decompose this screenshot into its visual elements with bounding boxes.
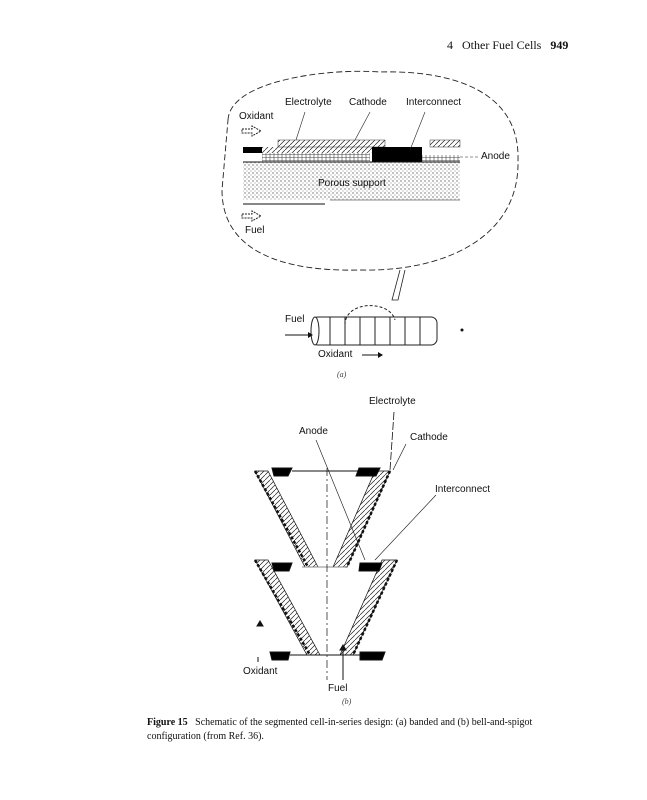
sublabel-a: (a) <box>337 370 347 379</box>
label-electrolyte-a: Electrolyte <box>285 97 332 108</box>
label-fuel-inset: Fuel <box>245 225 265 236</box>
inset-bubble <box>221 70 519 301</box>
bell-and-spigot-cones <box>253 411 437 680</box>
label-fuel-b: Fuel <box>328 683 348 694</box>
label-oxidant-a: Oxidant <box>318 349 353 360</box>
page-number: 949 <box>550 38 569 52</box>
label-cathode-b: Cathode <box>410 432 448 443</box>
caption-text: Schematic of the segmented cell-in-serie… <box>147 717 533 742</box>
layer-stack <box>241 111 478 222</box>
label-oxidant-inset: Oxidant <box>239 111 274 122</box>
label-fuel-a: Fuel <box>285 314 305 325</box>
label-anode-b: Anode <box>299 426 328 437</box>
running-header: 4 Other Fuel Cells 949 <box>447 38 568 53</box>
label-porous-support: Porous support <box>318 178 386 189</box>
caption-figure-label: Figure 15 <box>147 717 188 728</box>
label-interconnect-b: Interconnect <box>435 484 491 495</box>
label-oxidant-b: Oxidant <box>243 666 278 677</box>
figure-caption: Figure 15 Schematic of the segmented cel… <box>147 716 587 744</box>
section-title: Other Fuel Cells <box>462 38 542 52</box>
chapter-number: 4 <box>447 38 453 52</box>
label-cathode-a: Cathode <box>349 97 387 108</box>
sublabel-b: (b) <box>342 697 352 706</box>
banded-tube <box>285 305 464 358</box>
label-electrolyte-b: Electrolyte <box>369 396 416 407</box>
label-anode-a: Anode <box>481 151 510 162</box>
label-interconnect-a: Interconnect <box>406 97 462 108</box>
